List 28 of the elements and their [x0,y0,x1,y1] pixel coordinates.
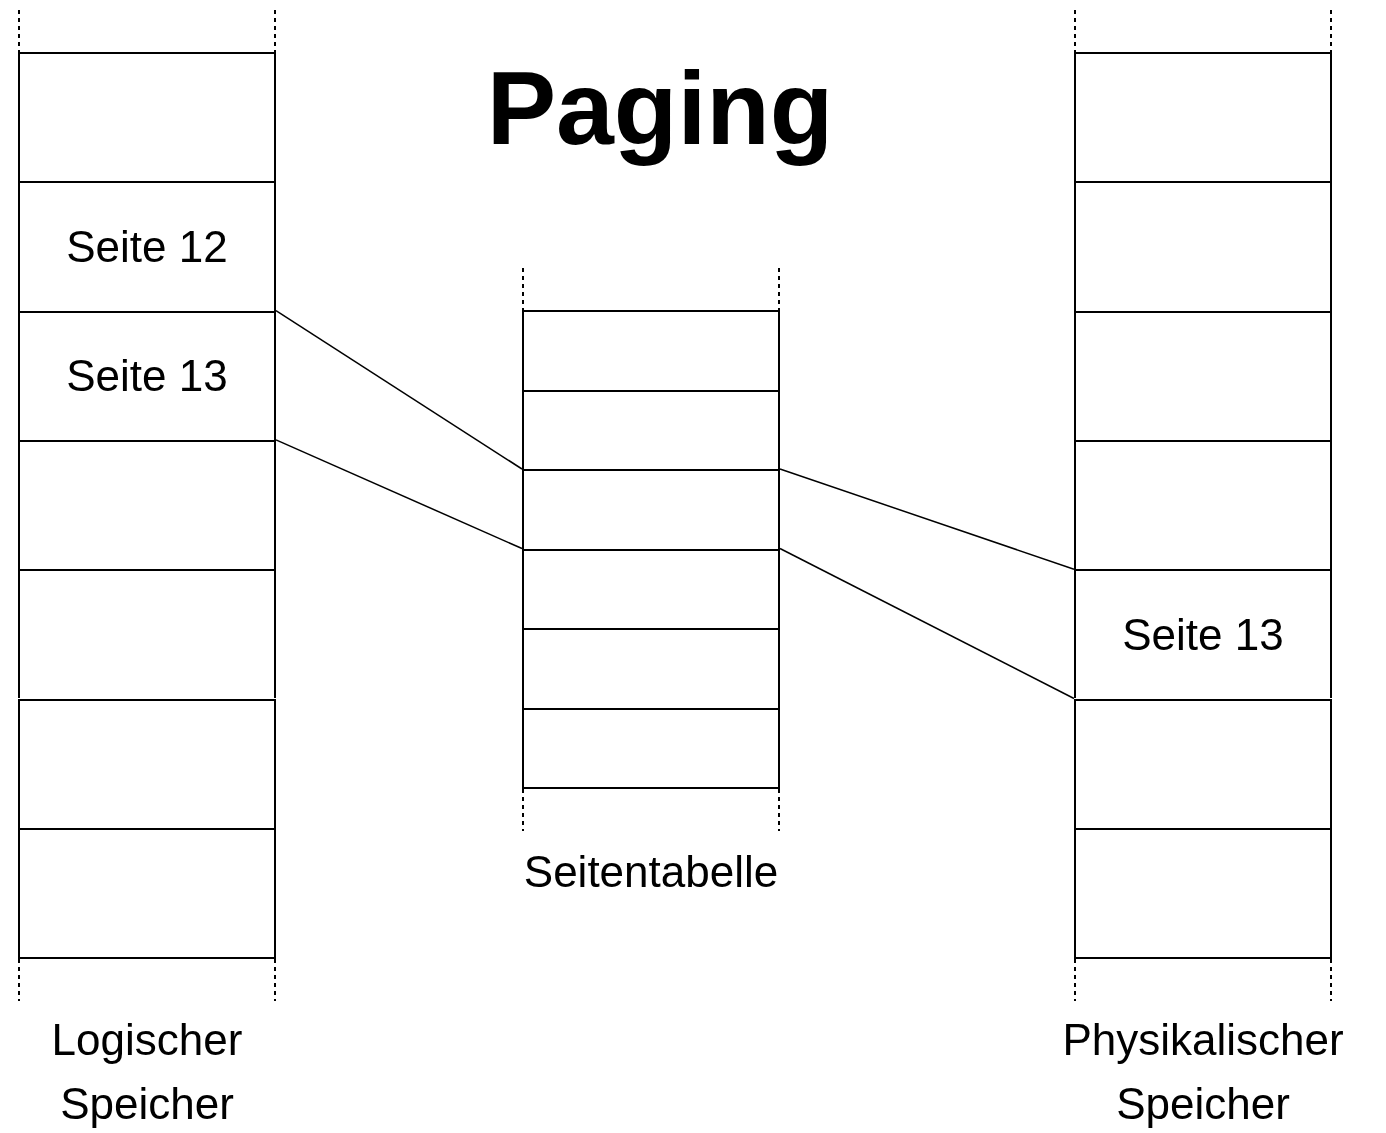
empty-slot [1074,698,1332,828]
diagram-title: Paging [485,49,835,168]
empty-slot [18,569,276,699]
empty-slot [522,469,780,549]
empty-slot [1074,52,1332,182]
empty-slot [18,439,276,570]
empty-slot [1074,310,1332,440]
page-slot: Seite 13 [18,310,276,440]
column-label: Logischer Speicher [50,1014,244,1131]
empty-slot [18,52,276,182]
connector-line [779,468,1075,570]
connector-line [779,547,1075,700]
empty-slot [1074,181,1332,311]
empty-slot [18,827,276,960]
column-label: Seitentabelle [522,846,780,898]
column-label: Physikalischer Speicher [1061,1014,1345,1131]
empty-slot [522,628,780,708]
empty-slot [522,389,780,469]
page-slot: Seite 12 [18,181,276,311]
page-slot: Seite 13 [1074,569,1332,699]
empty-slot [1074,827,1332,960]
empty-slot [522,548,780,628]
empty-slot [522,310,780,390]
connector-line [275,309,523,470]
empty-slot [1074,439,1332,570]
empty-slot [18,698,276,828]
connector-line [275,439,523,550]
empty-slot [522,707,780,789]
